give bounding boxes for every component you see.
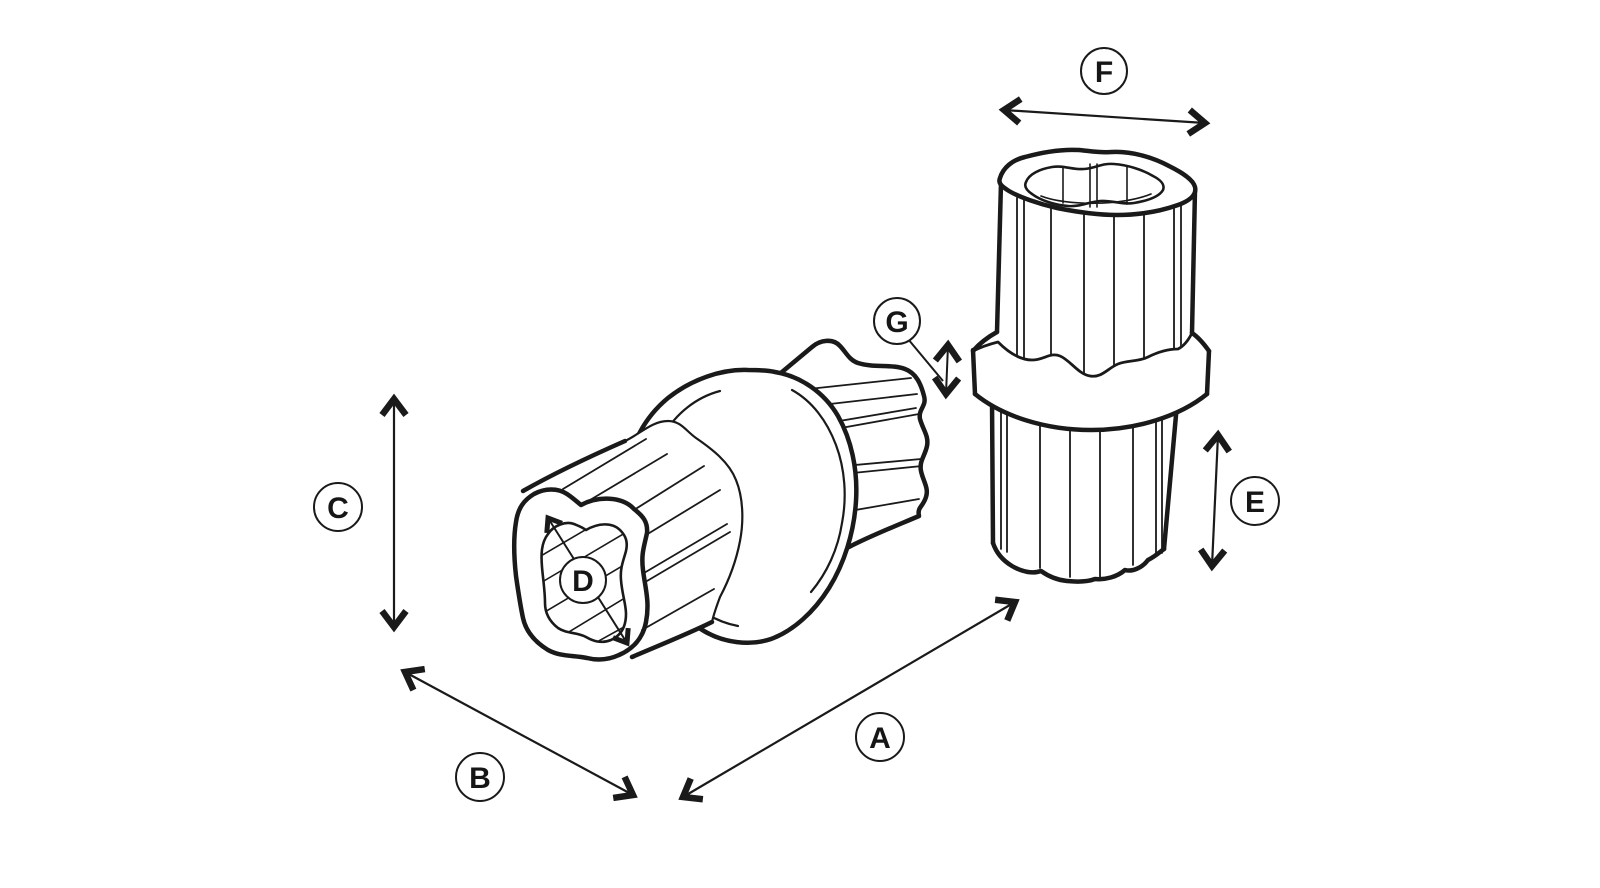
dim-arrow-b (400, 665, 638, 802)
dim-label-f-letter: F (1095, 56, 1113, 89)
vertical-collar-bottom-rim (972, 391, 1210, 433)
horizontal-coupler (511, 338, 930, 662)
vertical-lower-tube-body (992, 378, 1177, 582)
horizontal-face-flutes (562, 438, 731, 631)
dim-label-d-letter: D (572, 565, 594, 598)
dim-label-g-letter: G (885, 306, 908, 339)
vertical-lower-tube-scalloped-bottom (990, 540, 1167, 584)
vertical-upper-tube-body (996, 180, 1195, 350)
vertical-upper-tube-flutes (1016, 191, 1182, 381)
dim-arrow-e (1198, 429, 1232, 572)
vertical-lower-tube-flutes (1000, 391, 1163, 578)
vertical-upper-tube-left-edge (994, 180, 1004, 335)
dim-label-d: D (559, 556, 607, 604)
dim-label-a: A (855, 712, 905, 762)
horizontal-rear-tube-flutes (789, 377, 923, 518)
dim-label-c: C (313, 482, 363, 532)
vertical-upper-tube-right-edge (1189, 187, 1198, 336)
dim-label-b-letter: B (469, 762, 491, 795)
horizontal-top-silhouette (520, 438, 628, 494)
dim-label-f: F (1080, 47, 1128, 95)
vertical-lower-tube-left-edge (989, 397, 996, 546)
dim-arrow-f (998, 96, 1211, 137)
dim-label-a-circle (855, 712, 905, 762)
dim-label-b-circle (455, 752, 505, 802)
dimension-annotations: A B C D E F G (313, 47, 1280, 803)
dim-arrow-g (931, 339, 963, 400)
dim-label-c-circle (313, 482, 363, 532)
horizontal-collar-back-rim (790, 388, 846, 594)
vertical-top-bore-inner (1023, 162, 1165, 208)
dim-label-g: G (873, 297, 921, 345)
dim-arrow-a (678, 596, 1020, 803)
vertical-collar-clover-intersection (971, 331, 1194, 378)
vertical-bore-interior-ridges (1040, 163, 1152, 208)
dim-label-f-circle (1080, 47, 1128, 95)
dim-label-a-letter: A (869, 722, 891, 755)
vertical-coupler (970, 147, 1212, 584)
dim-label-e-letter: E (1245, 486, 1265, 519)
vertical-lower-tube-right-edge (1161, 401, 1180, 552)
vertical-collar-right-side (1204, 348, 1212, 397)
dim-label-e-circle (1230, 476, 1280, 526)
dim-label-g-circle (873, 297, 921, 345)
dim-label-d-circle (559, 556, 607, 604)
dim-label-b: B (455, 752, 505, 802)
dim-label-e: E (1230, 476, 1280, 526)
dim-label-c-letter: C (327, 492, 349, 525)
vertical-collar-left-side (970, 347, 978, 397)
